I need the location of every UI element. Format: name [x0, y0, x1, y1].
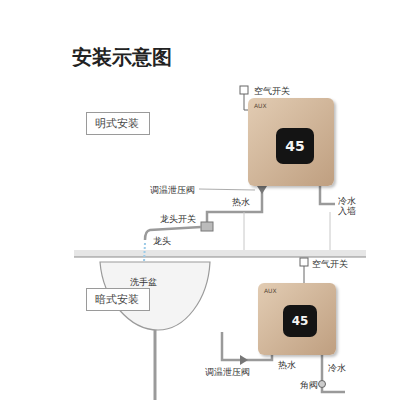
faucet-switch [201, 222, 213, 231]
title: 安装示意图 [72, 44, 172, 71]
part-label: 热水 [278, 359, 296, 372]
display-reading: 45 [276, 128, 314, 164]
wall-pipe [244, 212, 245, 250]
angle-valve [319, 381, 326, 388]
drain-pipe [154, 330, 157, 400]
leader-line [199, 189, 255, 190]
water-heater: AUX 45 [248, 98, 334, 186]
section-box: 明式安装 [86, 112, 150, 135]
water-heater: AUX 45 [258, 283, 336, 355]
counter-line [74, 257, 366, 258]
valve-symbol [257, 186, 267, 194]
air-switch [300, 258, 308, 266]
counter-band [74, 250, 366, 257]
part-label: 空气开关 [312, 258, 348, 271]
cold-pipe [320, 186, 335, 204]
wire [304, 266, 305, 283]
part-label: 空气开关 [254, 85, 290, 98]
wall-pipe [330, 212, 331, 250]
display-reading: 45 [283, 305, 317, 337]
part-label: 洗手盆 [130, 276, 157, 289]
section-title: 暗式安装 [95, 293, 139, 306]
water-stream [144, 243, 145, 262]
part-label: 龙头开关 [160, 213, 196, 226]
cold-pipe [322, 355, 345, 392]
brand-logo: AUX [254, 102, 267, 109]
part-label: 龙头 [153, 235, 171, 248]
section-box: 暗式安装 [86, 288, 150, 311]
part-label: 冷水 [328, 362, 346, 375]
part-label: 调温泄压阀 [205, 366, 250, 379]
brand-logo: AUX [264, 287, 277, 294]
part-label: 热水 [232, 196, 250, 209]
part-label: 调温泄压阀 [150, 184, 195, 197]
section-title: 明式安装 [95, 117, 139, 130]
air-switch [240, 86, 248, 94]
hot-pipe [207, 186, 262, 222]
part-label: 角阀 [300, 379, 318, 392]
part-label: 冷水 入墙 [338, 196, 357, 217]
valve-symbol [240, 355, 248, 365]
